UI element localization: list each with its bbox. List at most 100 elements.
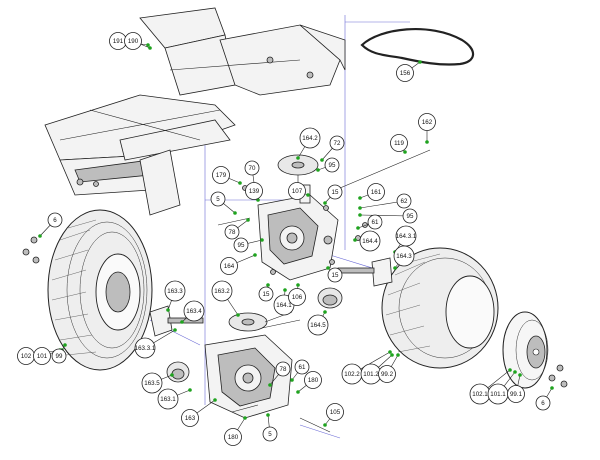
- callout-label: 99.1: [510, 391, 523, 398]
- callout-c72: 72: [320, 135, 345, 162]
- callout-label: 6: [541, 400, 545, 407]
- callout-bubble: [210, 191, 226, 207]
- callout-bubble: [396, 193, 412, 209]
- callout-bubble: [134, 337, 156, 359]
- callout-bubble: [402, 208, 418, 224]
- callout-arrow-tip: [358, 196, 362, 200]
- callout-label: 164.3: [396, 253, 412, 260]
- callout-label: 101.1: [490, 391, 506, 398]
- callout-label: 15: [332, 272, 339, 279]
- chassis-frame: [44, 7, 346, 216]
- callout-c99a: 99: [51, 343, 67, 364]
- callout-arrow-tip: [388, 350, 392, 354]
- callout-c61b: 61: [290, 359, 310, 382]
- callout-c1022: 102.2: [341, 350, 392, 385]
- callout-arrow-tip: [396, 353, 400, 357]
- callout-c6b: 6: [535, 386, 554, 411]
- callout-arrow-tip: [260, 238, 264, 242]
- callout-bubble: [233, 237, 249, 253]
- callout-c164: 164: [220, 253, 257, 275]
- callout-label: 101.2: [363, 371, 379, 378]
- callout-bubble: [275, 361, 291, 377]
- callout-c1642: 164.2: [296, 127, 321, 160]
- callout-label: 6: [53, 217, 57, 224]
- callout-c1635: 163.5: [141, 372, 174, 394]
- callout-arrow-tip: [316, 168, 320, 172]
- callout-arrow-tip: [170, 373, 174, 377]
- callout-leader: [359, 200, 405, 209]
- callout-bubble: [324, 157, 340, 173]
- callout-label: 180: [308, 377, 319, 384]
- callout-arrow-tip: [418, 60, 422, 64]
- callout-label: 163.1: [160, 396, 176, 403]
- callout-arrow-tip: [246, 218, 250, 222]
- callout-label: 163: [185, 415, 196, 422]
- callout-label: 15: [263, 291, 270, 298]
- callout-c105: 105: [323, 403, 344, 427]
- callout-bubble: [326, 403, 344, 421]
- callout-c61a: 61: [356, 214, 383, 230]
- callout-leader: [359, 214, 411, 217]
- callout-label: 102.2: [344, 371, 360, 378]
- callout-arrow-tip: [306, 193, 310, 197]
- callout-bubble: [244, 160, 260, 176]
- callout-arrow-tip: [356, 226, 360, 230]
- callout-c180a: 180: [296, 371, 322, 394]
- callout-arrow-tip: [238, 181, 242, 185]
- callout-label: 78: [229, 229, 236, 236]
- callout-label: 99: [56, 353, 63, 360]
- callout-c1631: 163.1: [157, 388, 192, 410]
- right-wheel-hub: [337, 257, 393, 287]
- callout-arrow-tip: [188, 388, 192, 392]
- callout-arrow-tip: [166, 308, 170, 312]
- callout-arrow-tip: [513, 370, 517, 374]
- callout-label: 163.3: [167, 288, 183, 295]
- callout-c1645: 164.5: [307, 310, 329, 336]
- cooling-fan-lower: [228, 311, 293, 332]
- callout-label: 5: [216, 196, 220, 203]
- callout-arrow-tip: [323, 423, 327, 427]
- callout-label: 15: [332, 189, 339, 196]
- callout-bubble: [47, 212, 63, 228]
- callout-label: 95: [407, 213, 414, 220]
- callout-c1011: 101.1: [487, 370, 517, 405]
- callout-c1634: 163.4: [180, 300, 205, 324]
- callout-label: 164: [224, 263, 235, 270]
- callout-c62: 62: [358, 193, 412, 210]
- callout-bubble: [299, 127, 321, 149]
- callout-label: 95: [329, 162, 336, 169]
- callout-label: 163.5: [144, 380, 160, 387]
- control-rods: [217, 149, 431, 433]
- callout-bubble: [157, 388, 179, 410]
- callout-bubble: [262, 426, 278, 442]
- callout-c95c: 95: [358, 208, 418, 224]
- callout-bubble: [327, 267, 343, 283]
- callout-arrow-tip: [296, 156, 300, 160]
- callout-c1012: 101.2: [360, 353, 394, 385]
- callout-label: 156: [400, 70, 411, 77]
- callout-arrow-tip: [518, 373, 522, 377]
- callout-bubble: [507, 385, 525, 403]
- callout-arrow-tip: [180, 320, 184, 324]
- callout-arrow-tip: [508, 368, 512, 372]
- callout-arrow-tip: [268, 383, 272, 387]
- left-rear-tire: [47, 209, 153, 371]
- callout-label: 61: [372, 219, 379, 226]
- callout-label: 5: [268, 431, 272, 438]
- callout-bubble: [288, 182, 306, 200]
- callout-label: 78: [280, 366, 287, 373]
- callout-bubble: [224, 428, 242, 446]
- callout-arrow-tip: [283, 288, 287, 292]
- callout-c95a: 95: [316, 157, 340, 173]
- callout-label: 164.5: [310, 322, 326, 329]
- callout-arrow-tip: [38, 234, 42, 238]
- callout-arrow-tip: [358, 206, 362, 210]
- callout-c107: 107: [288, 182, 310, 200]
- callout-label: 119: [394, 140, 404, 147]
- callout-arrow-tip: [323, 201, 327, 205]
- callout-label: 164.3.1: [396, 233, 417, 240]
- callout-arrow-tip: [233, 211, 237, 215]
- callout-label: 106: [292, 294, 303, 301]
